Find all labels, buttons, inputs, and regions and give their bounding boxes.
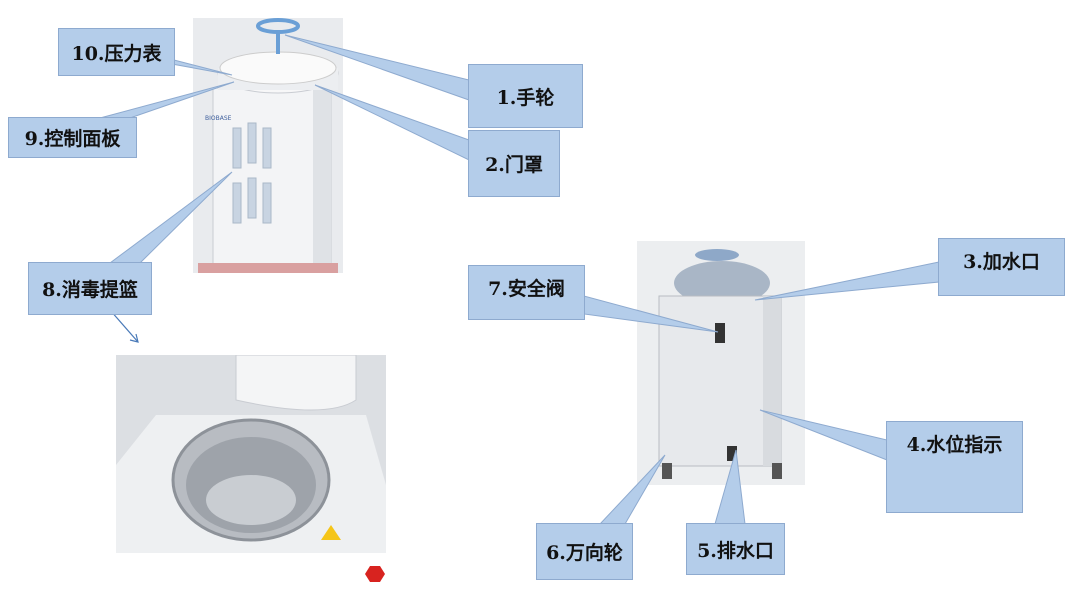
autoclave-rear-photo — [637, 241, 805, 485]
basket-photo — [116, 355, 386, 553]
autoclave-front-photo: BIOBASE — [193, 18, 343, 273]
pointer-7 — [583, 295, 719, 333]
pointer-1 — [284, 34, 470, 101]
arrow-to-basket — [109, 309, 139, 343]
callout-basket: 8.消毒提篮 — [28, 262, 152, 315]
callout-drain: 5.排水口 — [686, 523, 785, 575]
callout-water-inlet: 3.加水口 — [938, 238, 1065, 296]
brand-label: BIOBASE — [205, 115, 232, 122]
pointer-6 — [598, 454, 666, 525]
callout-pressure-gauge: 10.压力表 — [58, 28, 175, 76]
callout-handwheel: 1.手轮 — [468, 64, 583, 128]
callout-water-level: 4.水位指示 — [886, 421, 1023, 513]
pointer-5 — [714, 449, 746, 525]
pointer-9 — [99, 81, 235, 119]
stop-icon — [365, 566, 385, 582]
pointer-4 — [759, 409, 888, 461]
pointer-8 — [108, 171, 233, 264]
callout-control-panel: 9.控制面板 — [8, 117, 137, 158]
callout-door-cover: 2.门罩 — [468, 130, 560, 197]
pointer-2 — [314, 84, 470, 161]
callout-casters: 6.万向轮 — [536, 523, 633, 580]
pointer-3 — [754, 261, 940, 301]
callout-safety-valve: 7.安全阀 — [468, 265, 585, 320]
